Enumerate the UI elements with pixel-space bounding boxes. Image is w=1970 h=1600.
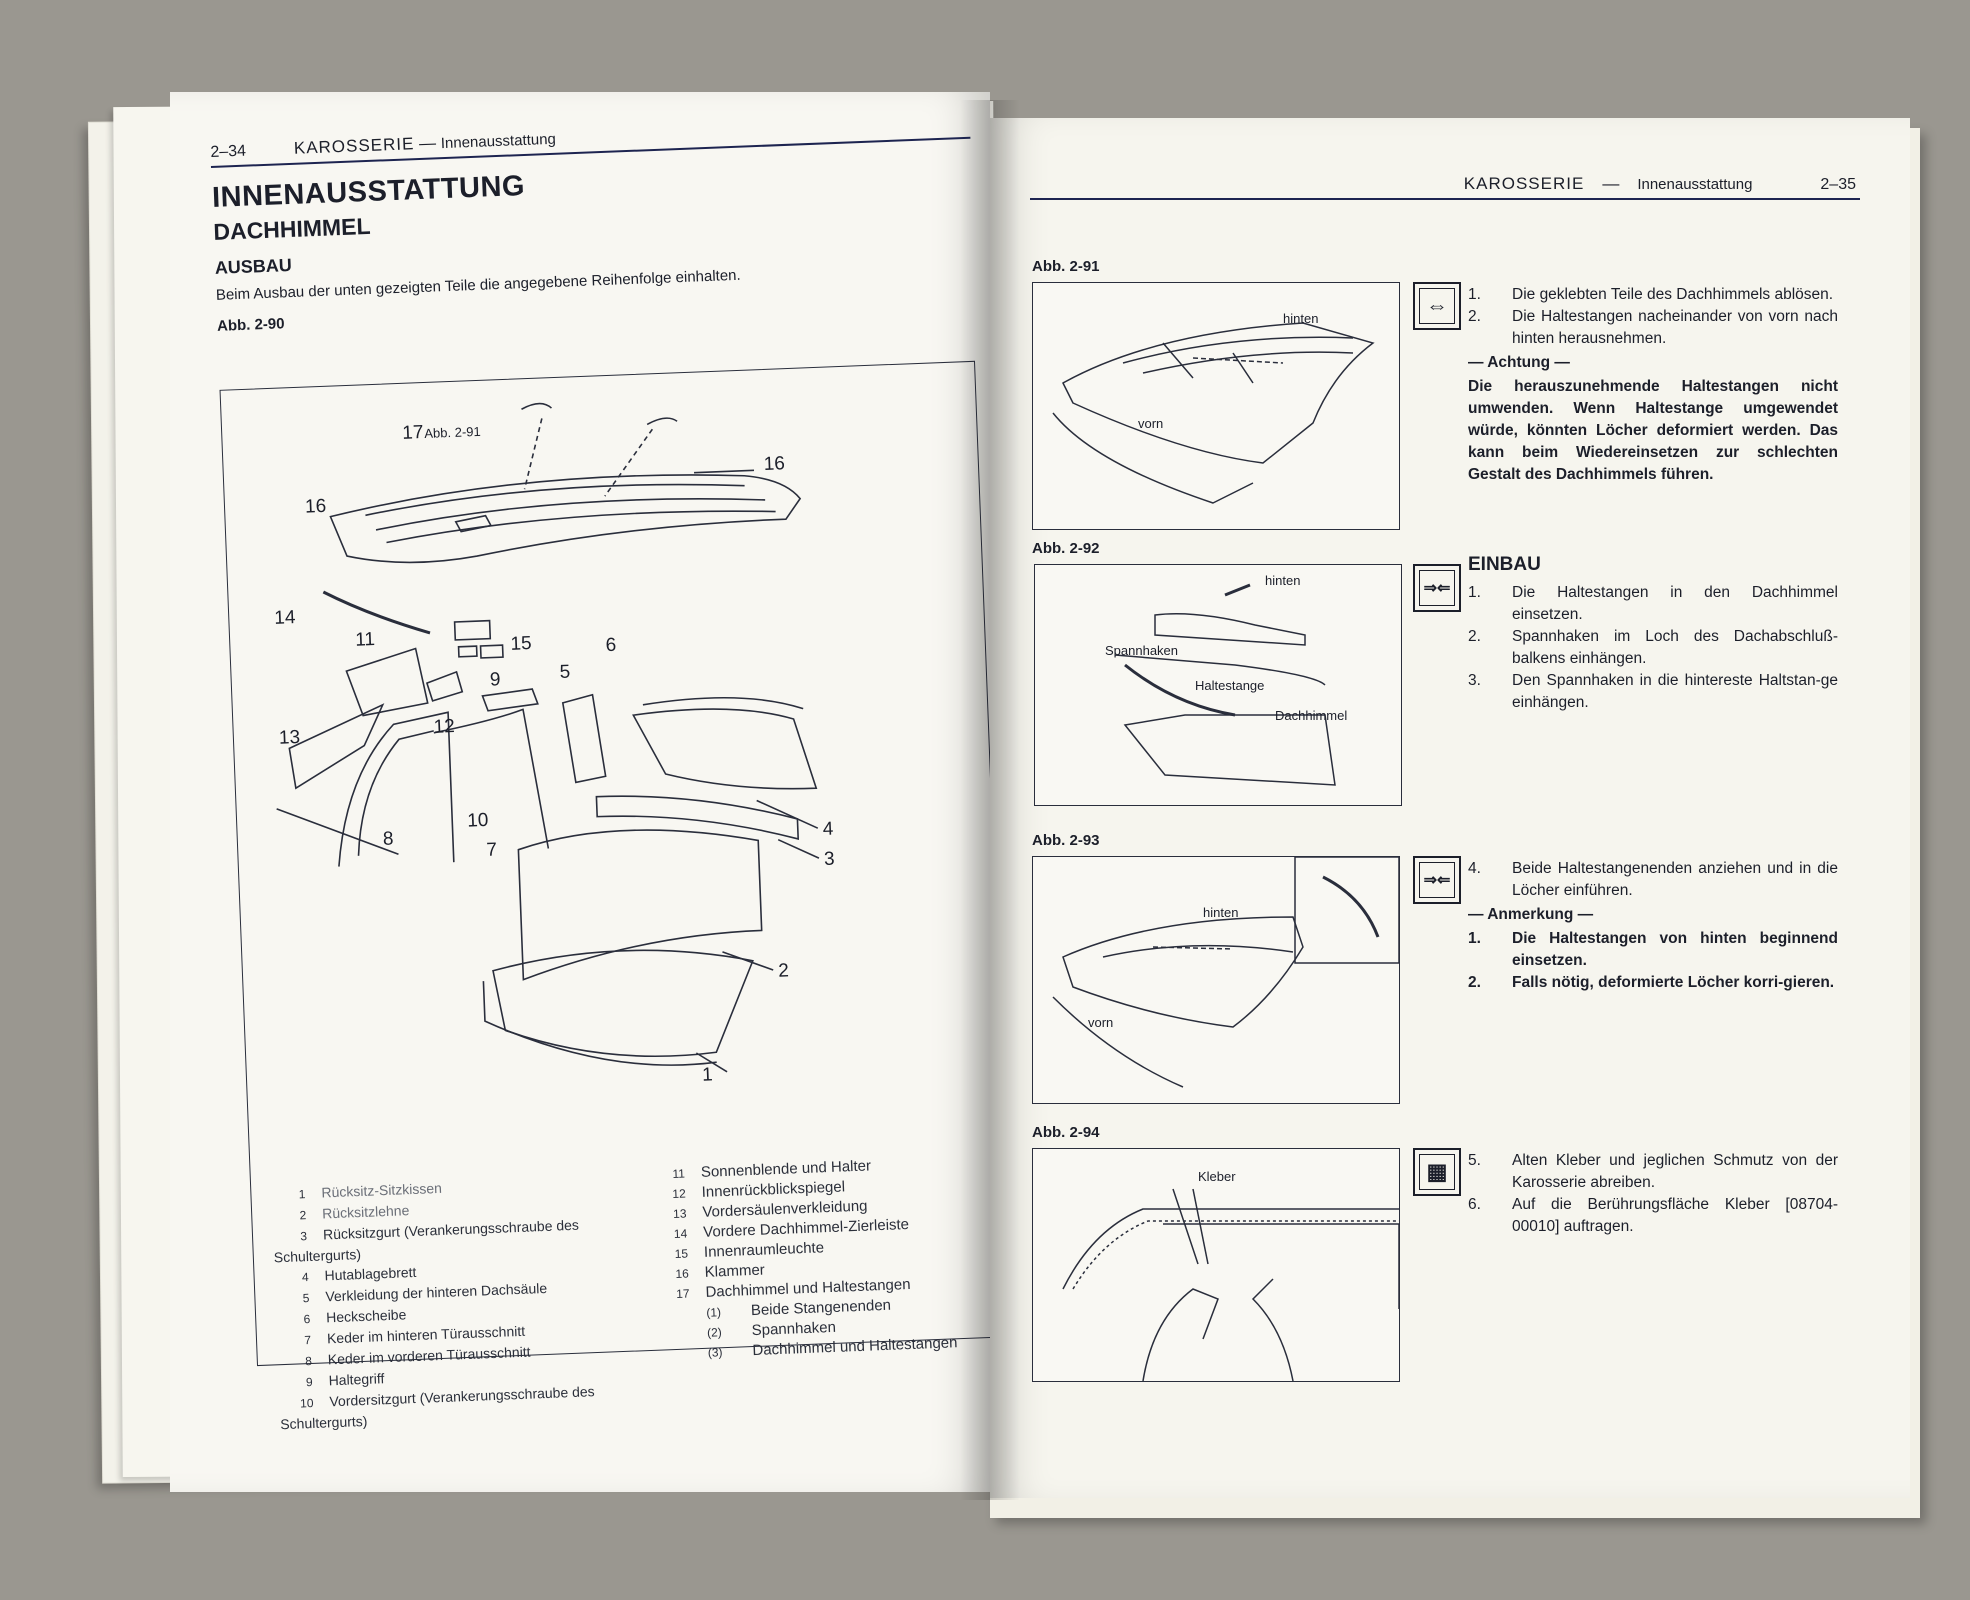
fig-tag: hinten bbox=[1203, 905, 1238, 920]
left-page-header: 2–34 KAROSSERIE — Innenausstattung bbox=[210, 130, 557, 161]
callout-9: 9 bbox=[489, 669, 500, 690]
section-title: KAROSSERIE bbox=[293, 134, 415, 158]
callout-16a: 16 bbox=[305, 496, 327, 518]
figure-label-2-91: Abb. 2-91 bbox=[1032, 258, 1100, 275]
exploded-diagram: 1 2 3 4 5 6 7 8 9 10 11 12 13 14 15 16 1 bbox=[274, 402, 835, 1086]
step-item: 2.Spannhaken im Loch des Dachabschluß-ba… bbox=[1468, 628, 1838, 667]
callout-11: 11 bbox=[355, 629, 376, 651]
figure-2-93: hinten vorn bbox=[1032, 856, 1400, 1104]
callout-8: 8 bbox=[382, 828, 393, 849]
callout-3: 3 bbox=[824, 849, 835, 870]
right-page-content: KAROSSERIE — Innenausstattung 2–35 bbox=[1030, 174, 1860, 200]
step-item: 3.Den Spannhaken in die hintereste Halts… bbox=[1468, 672, 1838, 711]
callout-14: 14 bbox=[274, 607, 296, 629]
page-number: 2–34 bbox=[210, 142, 247, 161]
section-title: KAROSSERIE bbox=[1463, 174, 1585, 193]
callout-12: 12 bbox=[433, 716, 455, 738]
figure-2-94: Kleber bbox=[1032, 1148, 1400, 1382]
step-item: 1.Die Haltestangen in den Dachhimmel ein… bbox=[1468, 584, 1838, 623]
callout-6: 6 bbox=[605, 635, 616, 656]
callout-1: 1 bbox=[702, 1064, 713, 1085]
fig-tag: hinten bbox=[1265, 573, 1300, 588]
header-rule bbox=[1030, 198, 1860, 200]
callout-15: 15 bbox=[510, 633, 532, 655]
install-heading: EINBAU bbox=[1468, 554, 1541, 575]
callout-16b: 16 bbox=[763, 453, 785, 475]
note-item: 2.Falls nötig, deformierte Löcher korri-… bbox=[1468, 974, 1835, 991]
page-number: 2–35 bbox=[1820, 176, 1856, 193]
callout-17-ref: Abb. 2-91 bbox=[424, 424, 481, 441]
figure-label-2-93: Abb. 2-93 bbox=[1032, 832, 1100, 849]
fig-tag: Kleber bbox=[1198, 1169, 1236, 1184]
right-page: KAROSSERIE — Innenausstattung 2–35 Abb. … bbox=[990, 118, 1910, 1498]
step-item: 6.Auf die Berührungsfläche Kleber [08704… bbox=[1468, 1196, 1838, 1235]
callout-2: 2 bbox=[778, 960, 789, 981]
callout-5: 5 bbox=[559, 662, 570, 683]
adhesive-steps: 5.Alten Kleber und jeglichen Schmutz von… bbox=[1468, 1150, 1838, 1238]
fig-tag: Spannhaken bbox=[1105, 643, 1178, 658]
remove-symbol-icon: ⇔ bbox=[1413, 282, 1461, 330]
figure-2-92: hinten Spannhaken Haltestange Dachhimmel bbox=[1034, 564, 1402, 806]
callout-7: 7 bbox=[486, 840, 497, 861]
adhesive-symbol-icon: ▦ bbox=[1413, 1148, 1461, 1196]
step-item: 1.Die geklebten Teile des Dachhimmels ab… bbox=[1468, 286, 1834, 303]
step-item: 2.Die Haltestangen nacheinander von vorn… bbox=[1468, 308, 1838, 347]
installation-steps: EINBAU 1.Die Haltestangen in den Dachhim… bbox=[1468, 554, 1838, 714]
callout-10: 10 bbox=[467, 810, 489, 832]
callout-17: 17 bbox=[402, 422, 424, 444]
removal-steps: 1.Die geklebten Teile des Dachhimmels ab… bbox=[1468, 284, 1838, 486]
note-label: — Anmerkung — bbox=[1468, 906, 1594, 923]
fig-tag: Dachhimmel bbox=[1275, 708, 1347, 723]
fig-tag: vorn bbox=[1138, 416, 1163, 431]
step-item: 4.Beide Haltestangenenden anziehen und i… bbox=[1468, 860, 1838, 899]
left-page-content: 2–34 KAROSSERIE — Innenausstattung INNEN… bbox=[210, 113, 990, 1432]
caution-text: Die herauszunehmende Haltestangen nicht … bbox=[1468, 378, 1838, 483]
exploded-diagram-box: 1 2 3 4 5 6 7 8 9 10 11 12 13 14 15 16 1 bbox=[219, 360, 990, 1432]
fig-tag: vorn bbox=[1088, 1015, 1113, 1030]
installation-steps-cont: 4.Beide Haltestangenenden anziehen und i… bbox=[1468, 858, 1838, 994]
note-item: 1.Die Haltestangen von hinten beginnend … bbox=[1468, 930, 1838, 969]
subsection-title: Innenausstattung bbox=[1637, 176, 1753, 193]
caution-label: — Achtung — bbox=[1468, 354, 1570, 371]
figure-2-91: hinten vorn bbox=[1032, 282, 1400, 530]
callout-4: 4 bbox=[822, 819, 834, 840]
callout-13: 13 bbox=[279, 727, 301, 749]
subsection-title: Innenausstattung bbox=[440, 130, 557, 153]
step-item: 5.Alten Kleber und jeglichen Schmutz von… bbox=[1468, 1152, 1838, 1191]
fig-tag: Haltestange bbox=[1195, 678, 1264, 693]
install-symbol-icon: ⇒⇐ bbox=[1413, 564, 1461, 612]
right-page-header: KAROSSERIE — Innenausstattung 2–35 bbox=[1463, 174, 1856, 193]
figure-label-2-94: Abb. 2-94 bbox=[1032, 1124, 1100, 1141]
left-page: 2–34 KAROSSERIE — Innenausstattung INNEN… bbox=[170, 92, 990, 1492]
install-symbol-icon: ⇒⇐ bbox=[1413, 856, 1461, 904]
figure-label-2-92: Abb. 2-92 bbox=[1032, 540, 1100, 557]
fig-tag: hinten bbox=[1283, 311, 1318, 326]
